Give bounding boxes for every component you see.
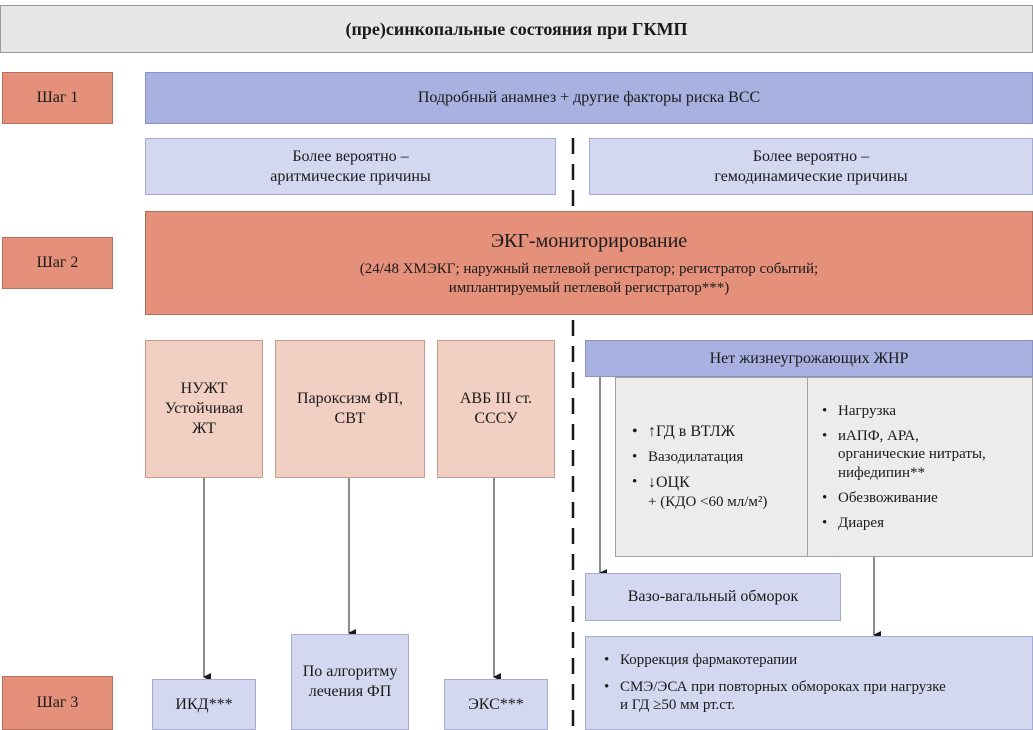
af-algorithm-line-2: лечения ФП — [308, 683, 392, 700]
af-algorithm-line-1: По алгоритму — [302, 663, 398, 680]
anamnesis-box: Подробный анамнез + другие факторы риска… — [145, 72, 1033, 124]
af-algorithm-box: По алгоритму лечения ФП — [291, 634, 409, 730]
step-1-label: Шаг 1 — [2, 72, 113, 124]
correction-list: Коррекция фармакотерапии СМЭ/ЭСА при пов… — [600, 651, 946, 715]
left-factor-3-line-2: + (КДО <60 мл/м²) — [648, 494, 768, 510]
ecg-line-2: имплантируемый петлевой регистратор***) — [448, 279, 730, 296]
icd-box: ИКД*** — [152, 679, 256, 730]
no-threat-box: Нет жизнеугрожающих ЖНР — [585, 340, 1033, 377]
correction-item-1: Коррекция фармакотерапии — [600, 651, 946, 670]
af-line-1: Пароксизм ФП, — [296, 390, 404, 407]
right-factors-box: Нагрузка иАПФ, АРА, органические нитраты… — [807, 377, 1033, 557]
correction-box: Коррекция фармакотерапии СМЭ/ЭСА при пов… — [585, 636, 1033, 730]
step-2-label: Шаг 2 — [2, 237, 113, 289]
vt-line-3: ЖТ — [192, 420, 216, 437]
vasovagal-box: Вазо-вагальный обморок — [585, 573, 841, 621]
right-factor-2-line-2: органические нитраты, — [838, 446, 986, 463]
ecg-line-1: (24/48 ХМЭКГ; наружный петлевой регистра… — [359, 260, 819, 277]
left-factor-3-line-1: ↓ОЦК — [648, 474, 690, 491]
left-factor-2: Вазодилатация — [628, 448, 767, 467]
right-factor-1: Нагрузка — [818, 402, 986, 421]
avb-line-2: СССУ — [474, 410, 518, 427]
left-factor-1: ↑ГД в ВТЛЖ — [628, 422, 767, 442]
right-factor-4: Диарея — [818, 514, 986, 533]
arrhythmic-line-2: аритмические причины — [270, 167, 431, 185]
right-factor-3: Обезвоживание — [818, 489, 986, 508]
hemodynamic-line-2: гемодинамические причины — [714, 167, 908, 185]
af-line-2: СВТ — [334, 410, 366, 427]
avb-line-1: АВБ III ст. — [459, 390, 533, 407]
correction-item-2: СМЭ/ЭСА при повторных обмороках при нагр… — [600, 678, 946, 716]
ecg-monitoring-box: ЭКГ-мониторирование (24/48 ХМЭКГ; наружн… — [145, 211, 1033, 315]
diagram-title: (пре)синкопальные состояния при ГКМП — [0, 5, 1033, 53]
correction-item-2-line-2: и ГД ≥50 мм рт.ст. — [620, 697, 736, 714]
left-factors-list: ↑ГД в ВТЛЖ Вазодилатация ↓ОЦК + (КДО <60… — [628, 422, 767, 512]
ecg-title: ЭКГ-мониторирование — [490, 229, 688, 252]
vt-line-1: НУЖТ — [180, 380, 228, 397]
arrhythmic-causes-box: Более вероятно – аритмические причины — [145, 138, 556, 195]
right-factors-list: Нагрузка иАПФ, АРА, органические нитраты… — [818, 402, 986, 533]
pacemaker-box: ЭКС*** — [444, 679, 548, 730]
right-factor-2: иАПФ, АРА, органические нитраты, нифедип… — [818, 427, 986, 483]
step-3-label: Шаг 3 — [2, 676, 113, 730]
vt-box: НУЖТ Устойчивая ЖТ — [145, 340, 263, 478]
right-factor-2-line-3: нифедипин** — [838, 465, 925, 481]
correction-item-2-line-1: СМЭ/ЭСА при повторных обмороках при нагр… — [620, 678, 946, 695]
hemodynamic-causes-box: Более вероятно – гемодинамические причин… — [589, 138, 1033, 195]
avb-box: АВБ III ст. СССУ — [437, 340, 555, 478]
vt-line-2: Устойчивая — [164, 400, 244, 417]
left-factor-3: ↓ОЦК + (КДО <60 мл/м²) — [628, 473, 767, 512]
hemodynamic-line-1: Более вероятно – — [752, 147, 870, 165]
right-factor-2-line-1: иАПФ, АРА, — [838, 427, 919, 444]
left-factors-box: ↑ГД в ВТЛЖ Вазодилатация ↓ОЦК + (КДО <60… — [615, 377, 808, 557]
af-box: Пароксизм ФП, СВТ — [275, 340, 425, 478]
arrhythmic-line-1: Более вероятно – — [292, 147, 409, 165]
